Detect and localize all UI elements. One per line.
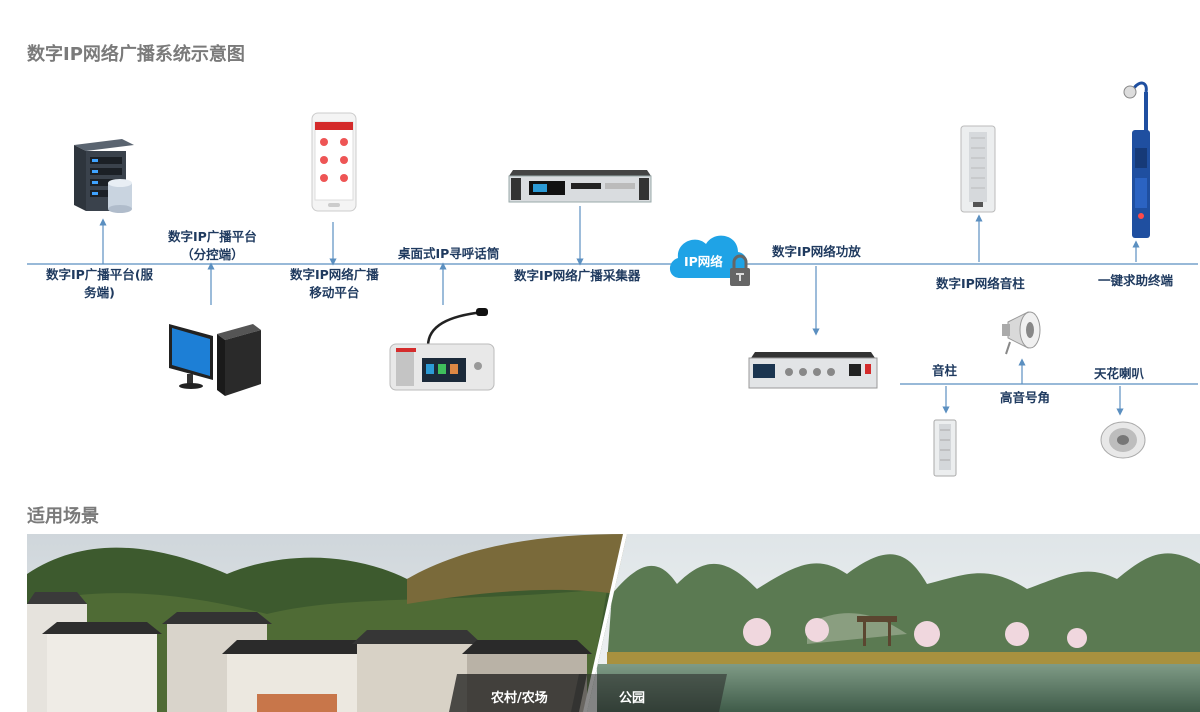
scene-caption-park: 公园 xyxy=(619,691,646,706)
speaker-column-icon xyxy=(933,419,957,477)
help-terminal-icon xyxy=(1123,81,1150,238)
scene-caption-farm: 农村/农场 xyxy=(491,691,548,706)
scenes-title: 适用场景 xyxy=(27,506,99,527)
cloud-label: IP网络 xyxy=(684,254,723,269)
collector-label: 数字IP网络广播采集器 xyxy=(514,268,641,283)
desk-microphone-icon xyxy=(389,308,495,391)
subctrl-label: 数字IP广播平台（分控端） xyxy=(168,229,257,262)
sound-column-label: 数字IP网络音柱 xyxy=(936,276,1025,291)
server-label: 数字IP广播平台(服务端) xyxy=(46,267,154,300)
horn-label: 高音号角 xyxy=(1000,390,1051,405)
mobile-label: 数字IP网络广播移动平台 xyxy=(290,267,379,300)
server-icon xyxy=(74,139,134,213)
desk-mic-label: 桌面式IP寻呼话筒 xyxy=(398,246,500,261)
network-lines xyxy=(27,206,1198,416)
sound-column-icon xyxy=(960,125,996,213)
scene-panorama xyxy=(27,534,1200,712)
help-terminal-label: 一键求助终端 xyxy=(1098,273,1174,288)
amplifier-device-icon xyxy=(748,352,878,389)
scene-photos: 农村/农场 公园 xyxy=(27,534,1200,712)
ceiling-speaker-icon xyxy=(1100,421,1146,459)
horn-speaker-icon xyxy=(1002,311,1041,355)
desktop-pc-icon xyxy=(169,324,261,396)
speaker-column-label: 音柱 xyxy=(932,363,958,378)
ceiling-speaker-label: 天花喇叭 xyxy=(1094,366,1145,381)
diagram-title: 数字IP网络广播系统示意图 xyxy=(27,44,245,65)
mobile-phone-icon xyxy=(311,112,357,212)
cloud-network-icon xyxy=(669,235,750,286)
amplifier-label: 数字IP网络功放 xyxy=(772,244,861,259)
collector-device-icon xyxy=(508,170,652,203)
